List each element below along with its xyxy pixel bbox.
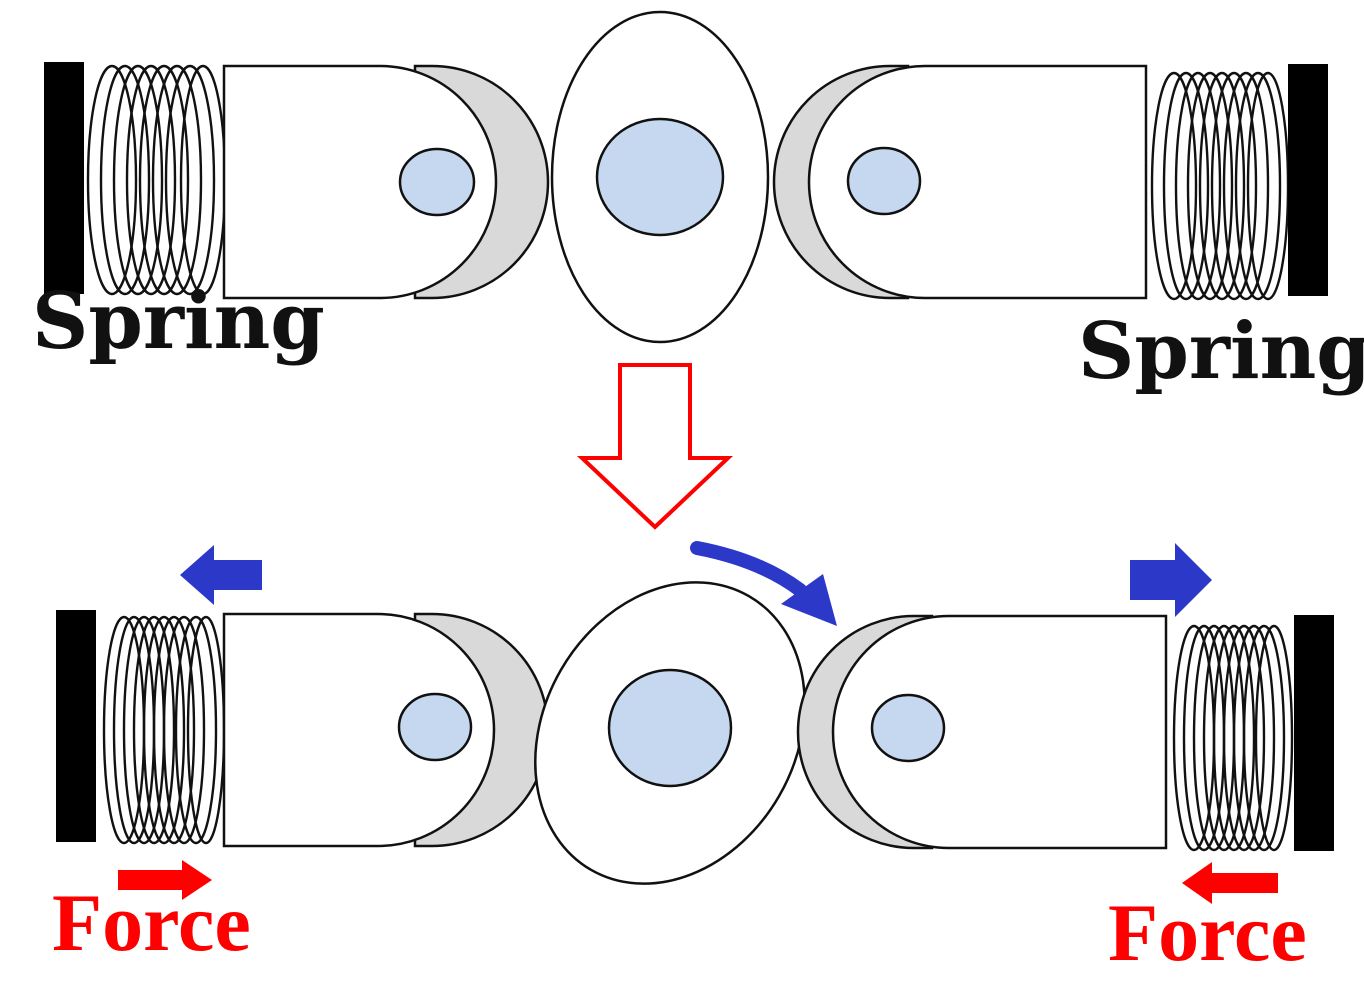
right-motion-arrow-icon	[1130, 543, 1212, 617]
transition-arrow-icon	[576, 363, 734, 530]
left-spring-top	[86, 64, 227, 296]
right-spring-top	[1150, 71, 1290, 301]
left-force-arrow-icon	[118, 860, 212, 900]
left-spring-bottom	[102, 615, 226, 845]
right-pin-top	[846, 146, 922, 216]
bottom-state: Force Force	[52, 541, 1334, 978]
right-wall-top	[1288, 64, 1328, 296]
left-pin-bottom	[397, 692, 473, 762]
left-motion-arrow-icon	[180, 545, 262, 605]
right-pin-bottom	[870, 693, 946, 763]
spring-label-left: Spring	[32, 276, 325, 367]
cam-top	[550, 10, 770, 344]
right-follower-top	[772, 64, 1148, 300]
left-pin-top	[398, 147, 476, 217]
right-spring-bottom	[1172, 624, 1294, 852]
cam-pin-bottom	[607, 668, 733, 788]
top-state: Spring Spring	[32, 10, 1364, 397]
left-follower-bottom	[222, 612, 550, 848]
force-label-left: Force	[52, 877, 251, 968]
right-wall-bottom	[1294, 615, 1334, 851]
cam-pin-top	[595, 117, 725, 237]
force-label-right: Force	[1108, 887, 1307, 978]
left-wall-top	[44, 62, 84, 294]
rotation-arrow-icon	[690, 541, 837, 626]
left-wall-bottom	[56, 610, 96, 842]
right-force-arrow-icon	[1182, 862, 1278, 904]
right-follower-bottom	[796, 614, 1168, 850]
cam-bottom	[534, 581, 806, 885]
spring-label-right: Spring	[1078, 306, 1364, 397]
left-follower-top	[222, 64, 550, 300]
